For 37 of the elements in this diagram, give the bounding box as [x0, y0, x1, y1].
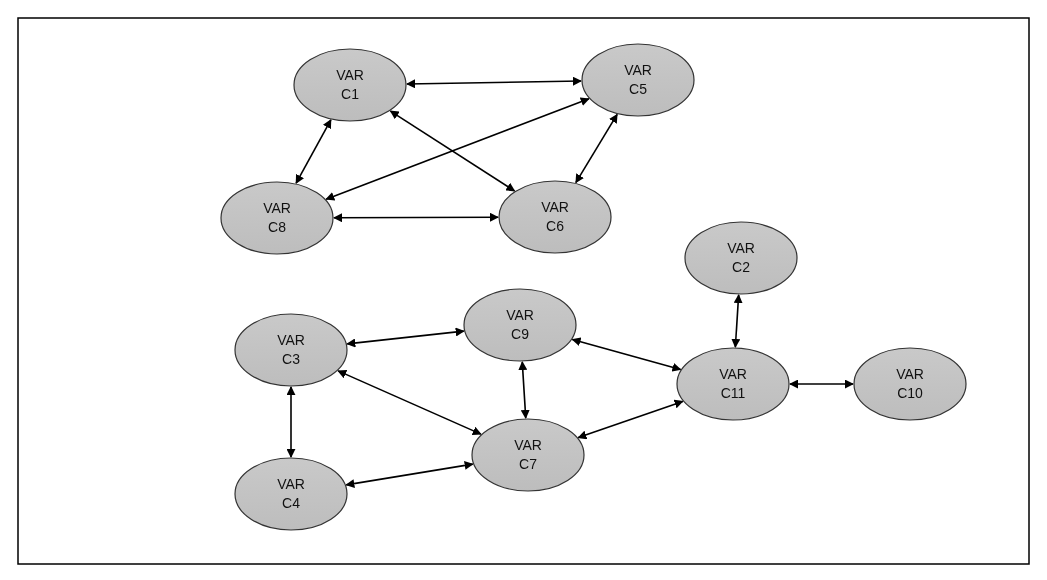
node-label: VAR C8	[263, 199, 291, 237]
node-label: VAR C5	[624, 61, 652, 99]
variable-ellipse	[676, 347, 790, 421]
double-arrow	[518, 361, 530, 419]
node-label: VAR C9	[506, 306, 534, 344]
double-arrow	[731, 294, 743, 348]
double-arrow	[575, 113, 618, 184]
double-arrow	[333, 212, 499, 223]
double-arrow	[286, 386, 296, 458]
variable-ellipse	[220, 181, 334, 255]
node-label: VAR C4	[277, 475, 305, 513]
double-arrow	[345, 460, 474, 489]
node-label: VAR C6	[541, 198, 569, 236]
variable-ellipse	[684, 221, 798, 295]
variable-ellipse	[234, 313, 348, 387]
variable-ellipse	[581, 43, 695, 117]
node-label: VAR C2	[727, 239, 755, 277]
double-arrow	[346, 327, 465, 348]
node-label: VAR C11	[719, 365, 747, 403]
variable-ellipse	[293, 48, 407, 122]
node-label: VAR C10	[896, 365, 924, 403]
double-arrow	[577, 399, 684, 440]
node-label: VAR C1	[336, 66, 364, 104]
node-label: VAR C3	[277, 331, 305, 369]
variable-ellipse	[463, 288, 577, 362]
double-arrow	[571, 337, 682, 372]
node-label: VAR C7	[514, 436, 542, 474]
double-arrow	[337, 370, 482, 435]
variable-ellipse	[498, 180, 612, 254]
variable-ellipse	[471, 418, 585, 492]
double-arrow	[389, 110, 516, 192]
double-arrow	[406, 76, 582, 89]
double-arrow	[325, 97, 590, 201]
double-arrow	[789, 379, 854, 389]
variable-ellipse	[853, 347, 967, 421]
double-arrow	[295, 119, 332, 184]
variable-ellipse	[234, 457, 348, 531]
